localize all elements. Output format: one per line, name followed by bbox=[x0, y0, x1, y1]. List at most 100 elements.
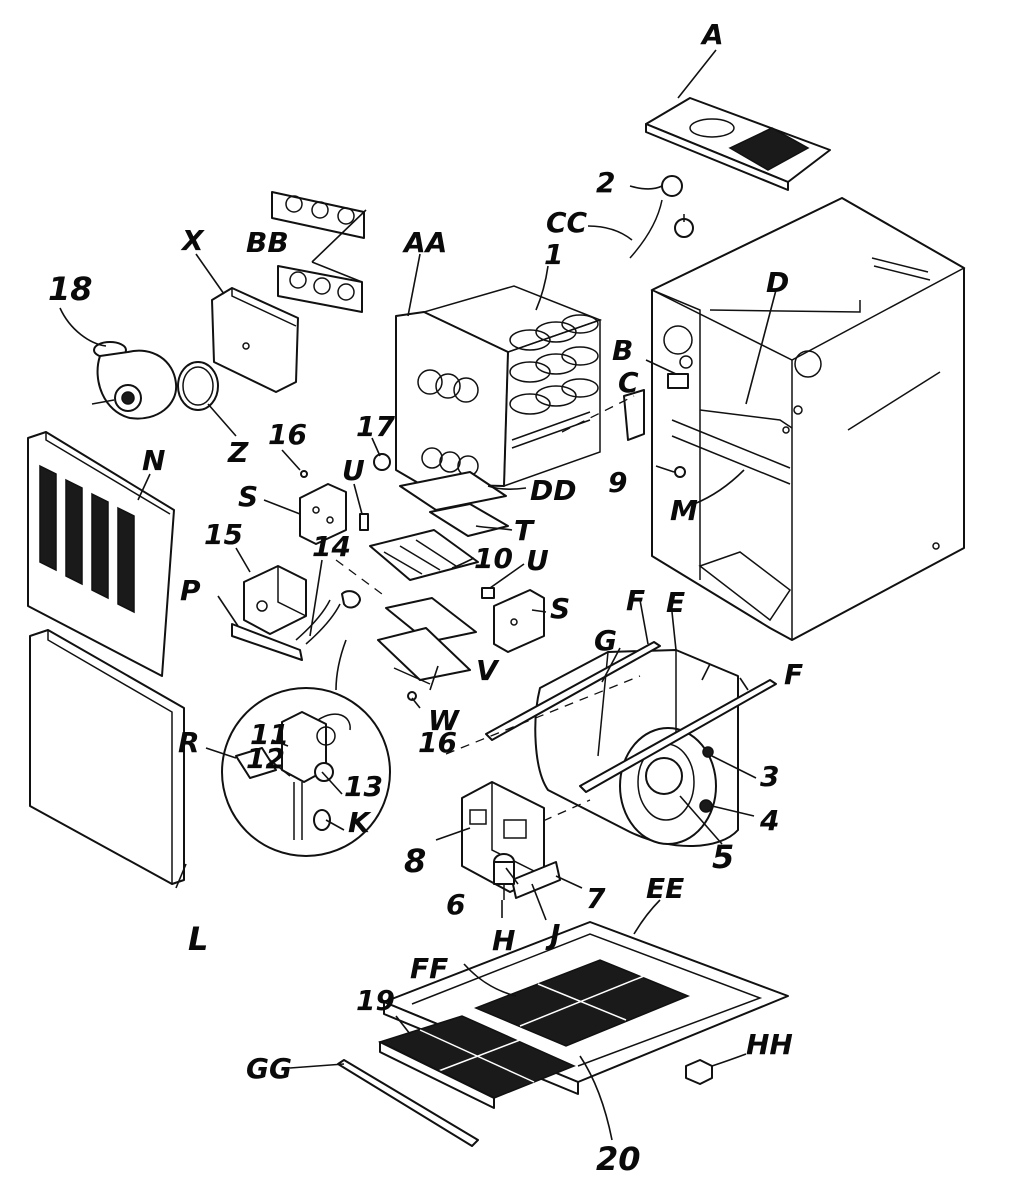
collector-box-x bbox=[211, 287, 299, 393]
label-2: 2 bbox=[596, 166, 615, 199]
label-b: B bbox=[612, 334, 633, 367]
part-16-bottom bbox=[407, 691, 417, 701]
gasket-ring-z bbox=[177, 361, 219, 411]
label-5: 5 bbox=[712, 838, 734, 876]
label-u-mid: U bbox=[526, 544, 549, 577]
bracket-s-right bbox=[493, 589, 545, 653]
label-c: C bbox=[618, 366, 639, 399]
top-panel-a bbox=[645, 97, 831, 191]
label-ee: EE bbox=[646, 872, 684, 905]
label-bb: BB bbox=[246, 226, 289, 259]
callout-labels: A 2 CC BB AA 1 X 18 Z 16 17 B C D N S U … bbox=[48, 18, 803, 1178]
label-11: 11 bbox=[250, 718, 289, 751]
gaskets-bb bbox=[271, 191, 365, 313]
furnace-cabinet bbox=[650, 197, 966, 641]
label-dd: DD bbox=[530, 474, 576, 507]
part-16-top bbox=[300, 470, 308, 478]
label-s-right: S bbox=[550, 592, 570, 625]
blower-axis-dashed bbox=[445, 675, 641, 755]
label-15: 15 bbox=[204, 518, 243, 551]
cabinet-axis-dashed bbox=[561, 395, 635, 433]
label-18: 18 bbox=[48, 270, 93, 308]
pipe-14 bbox=[295, 599, 341, 645]
clip-hh bbox=[685, 1059, 713, 1085]
fitting-part-2 bbox=[661, 175, 694, 238]
part-9 bbox=[674, 466, 686, 478]
rail-f-top bbox=[485, 641, 661, 741]
control-board-8 bbox=[461, 781, 545, 893]
label-f-top: F bbox=[626, 584, 645, 617]
heat-exchanger-aa bbox=[395, 285, 603, 488]
label-19: 19 bbox=[356, 984, 395, 1017]
gas-pipe-p bbox=[231, 623, 303, 661]
label-hh: HH bbox=[746, 1028, 793, 1061]
label-w: W bbox=[428, 704, 460, 737]
label-10: 10 bbox=[474, 542, 513, 575]
label-ff: FF bbox=[410, 952, 448, 985]
control-axis-dashed bbox=[513, 799, 591, 835]
bracket-b bbox=[667, 373, 689, 389]
label-13: 13 bbox=[344, 770, 383, 803]
bracket-s-left bbox=[299, 483, 347, 545]
label-h: H bbox=[492, 924, 515, 957]
label-3: 3 bbox=[760, 760, 779, 793]
part-u-top bbox=[359, 513, 369, 531]
label-cc: CC bbox=[546, 206, 588, 239]
upper-door-n bbox=[27, 431, 175, 677]
bolt-4 bbox=[699, 799, 713, 813]
label-n: N bbox=[142, 444, 165, 477]
label-8: 8 bbox=[404, 842, 426, 880]
label-9: 9 bbox=[608, 466, 627, 499]
label-aa: AA bbox=[402, 226, 447, 259]
label-17: 17 bbox=[356, 410, 395, 443]
valve-axis-dashed bbox=[335, 559, 383, 595]
label-4: 4 bbox=[759, 804, 779, 837]
leader-lines bbox=[59, 49, 777, 1141]
bolt-3 bbox=[702, 746, 714, 758]
plate-w bbox=[377, 627, 471, 685]
elbow-fitting bbox=[341, 590, 361, 609]
burner-dd bbox=[399, 471, 507, 511]
filter-19 bbox=[377, 1015, 576, 1109]
wire-cc bbox=[629, 199, 663, 259]
label-f-right: F bbox=[784, 658, 803, 691]
detail-leader bbox=[335, 639, 347, 691]
label-t: T bbox=[514, 514, 535, 547]
transformer-6 bbox=[493, 853, 515, 900]
label-14: 14 bbox=[312, 530, 351, 563]
filter-ff bbox=[474, 959, 690, 1047]
manifold-10 bbox=[369, 529, 479, 581]
part-17 bbox=[373, 453, 391, 471]
bracket-7 bbox=[511, 861, 561, 899]
label-s-left: S bbox=[238, 480, 258, 513]
part-u-mid bbox=[481, 587, 495, 599]
label-m: M bbox=[670, 494, 698, 527]
rail-f-right bbox=[579, 679, 777, 793]
label-6: 6 bbox=[446, 888, 465, 921]
bracket-c bbox=[623, 389, 645, 441]
label-16-top: 16 bbox=[268, 418, 307, 451]
blower-housing-e bbox=[534, 649, 739, 847]
rod-gg bbox=[337, 1059, 479, 1147]
label-20: 20 bbox=[596, 1140, 641, 1178]
label-g: G bbox=[594, 624, 617, 657]
label-p: P bbox=[180, 574, 201, 607]
tube-coils bbox=[509, 314, 599, 449]
label-u-top: U bbox=[342, 454, 365, 487]
label-x: X bbox=[180, 224, 205, 257]
label-16-bottom: 16 bbox=[418, 726, 457, 759]
inducer-blower-18 bbox=[91, 341, 178, 420]
plate-t bbox=[429, 503, 509, 537]
lower-door-l bbox=[29, 629, 185, 885]
label-a: A bbox=[700, 18, 724, 51]
label-z: Z bbox=[227, 436, 249, 469]
label-gg: GG bbox=[246, 1052, 292, 1085]
label-7: 7 bbox=[586, 882, 606, 915]
label-r: R bbox=[178, 726, 200, 759]
label-d: D bbox=[766, 266, 789, 299]
label-12: 12 bbox=[246, 742, 285, 775]
label-k: K bbox=[348, 806, 372, 839]
label-l: L bbox=[188, 920, 208, 958]
label-e: E bbox=[666, 586, 685, 619]
